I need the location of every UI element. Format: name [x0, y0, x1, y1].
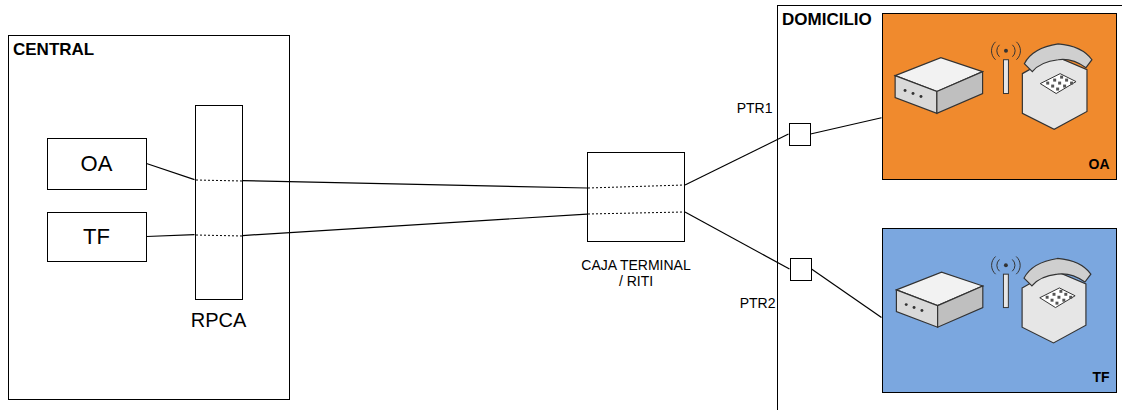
customer-equipment-panel: OA: [882, 13, 1117, 180]
line-connector: [243, 214, 588, 235]
node-label: PTR1: [737, 100, 773, 116]
node-label: CENTRAL: [13, 40, 94, 60]
line-connector: [685, 134, 789, 185]
line-connector: [147, 235, 195, 237]
network-termination-point: PTR2: [790, 258, 812, 281]
line-connector: [147, 164, 195, 180]
node-label: PTR2: [740, 295, 776, 311]
modem-and-phone-icons: [883, 229, 1117, 393]
operator-box: TF: [47, 212, 147, 262]
central-office: OA TF RPCA CENTRAL: [8, 35, 290, 400]
terminal-box: CAJA TERMINAL / RITI: [587, 152, 685, 242]
line-connector: [243, 181, 588, 188]
node-label: OA: [1089, 156, 1110, 172]
node-label: TF: [48, 224, 146, 249]
dotted-path: [588, 185, 684, 188]
dotted-path: [588, 212, 684, 214]
line-connector: [812, 269, 882, 317]
distribution-frame: RPCA: [195, 105, 243, 300]
operator-box: OA: [47, 138, 147, 190]
customer-equipment-panel: TF: [882, 228, 1117, 393]
modem-and-phone-icons: [883, 14, 1117, 180]
node-label: DOMICILIO: [782, 10, 872, 30]
line-connector: [811, 118, 882, 134]
node-label: TF: [1092, 369, 1109, 385]
dotted-path: [196, 180, 242, 181]
node-label: RPCA: [174, 309, 264, 332]
dotted-path: [196, 235, 242, 236]
network-termination-point: PTR1: [789, 123, 811, 146]
line-connector: [685, 212, 790, 269]
home-area: PTR1PTR2 OA TF DOMICILIO: [777, 5, 1122, 410]
node-label: OA: [48, 151, 146, 176]
node-label: CAJA TERMINAL / RITI: [580, 257, 692, 289]
